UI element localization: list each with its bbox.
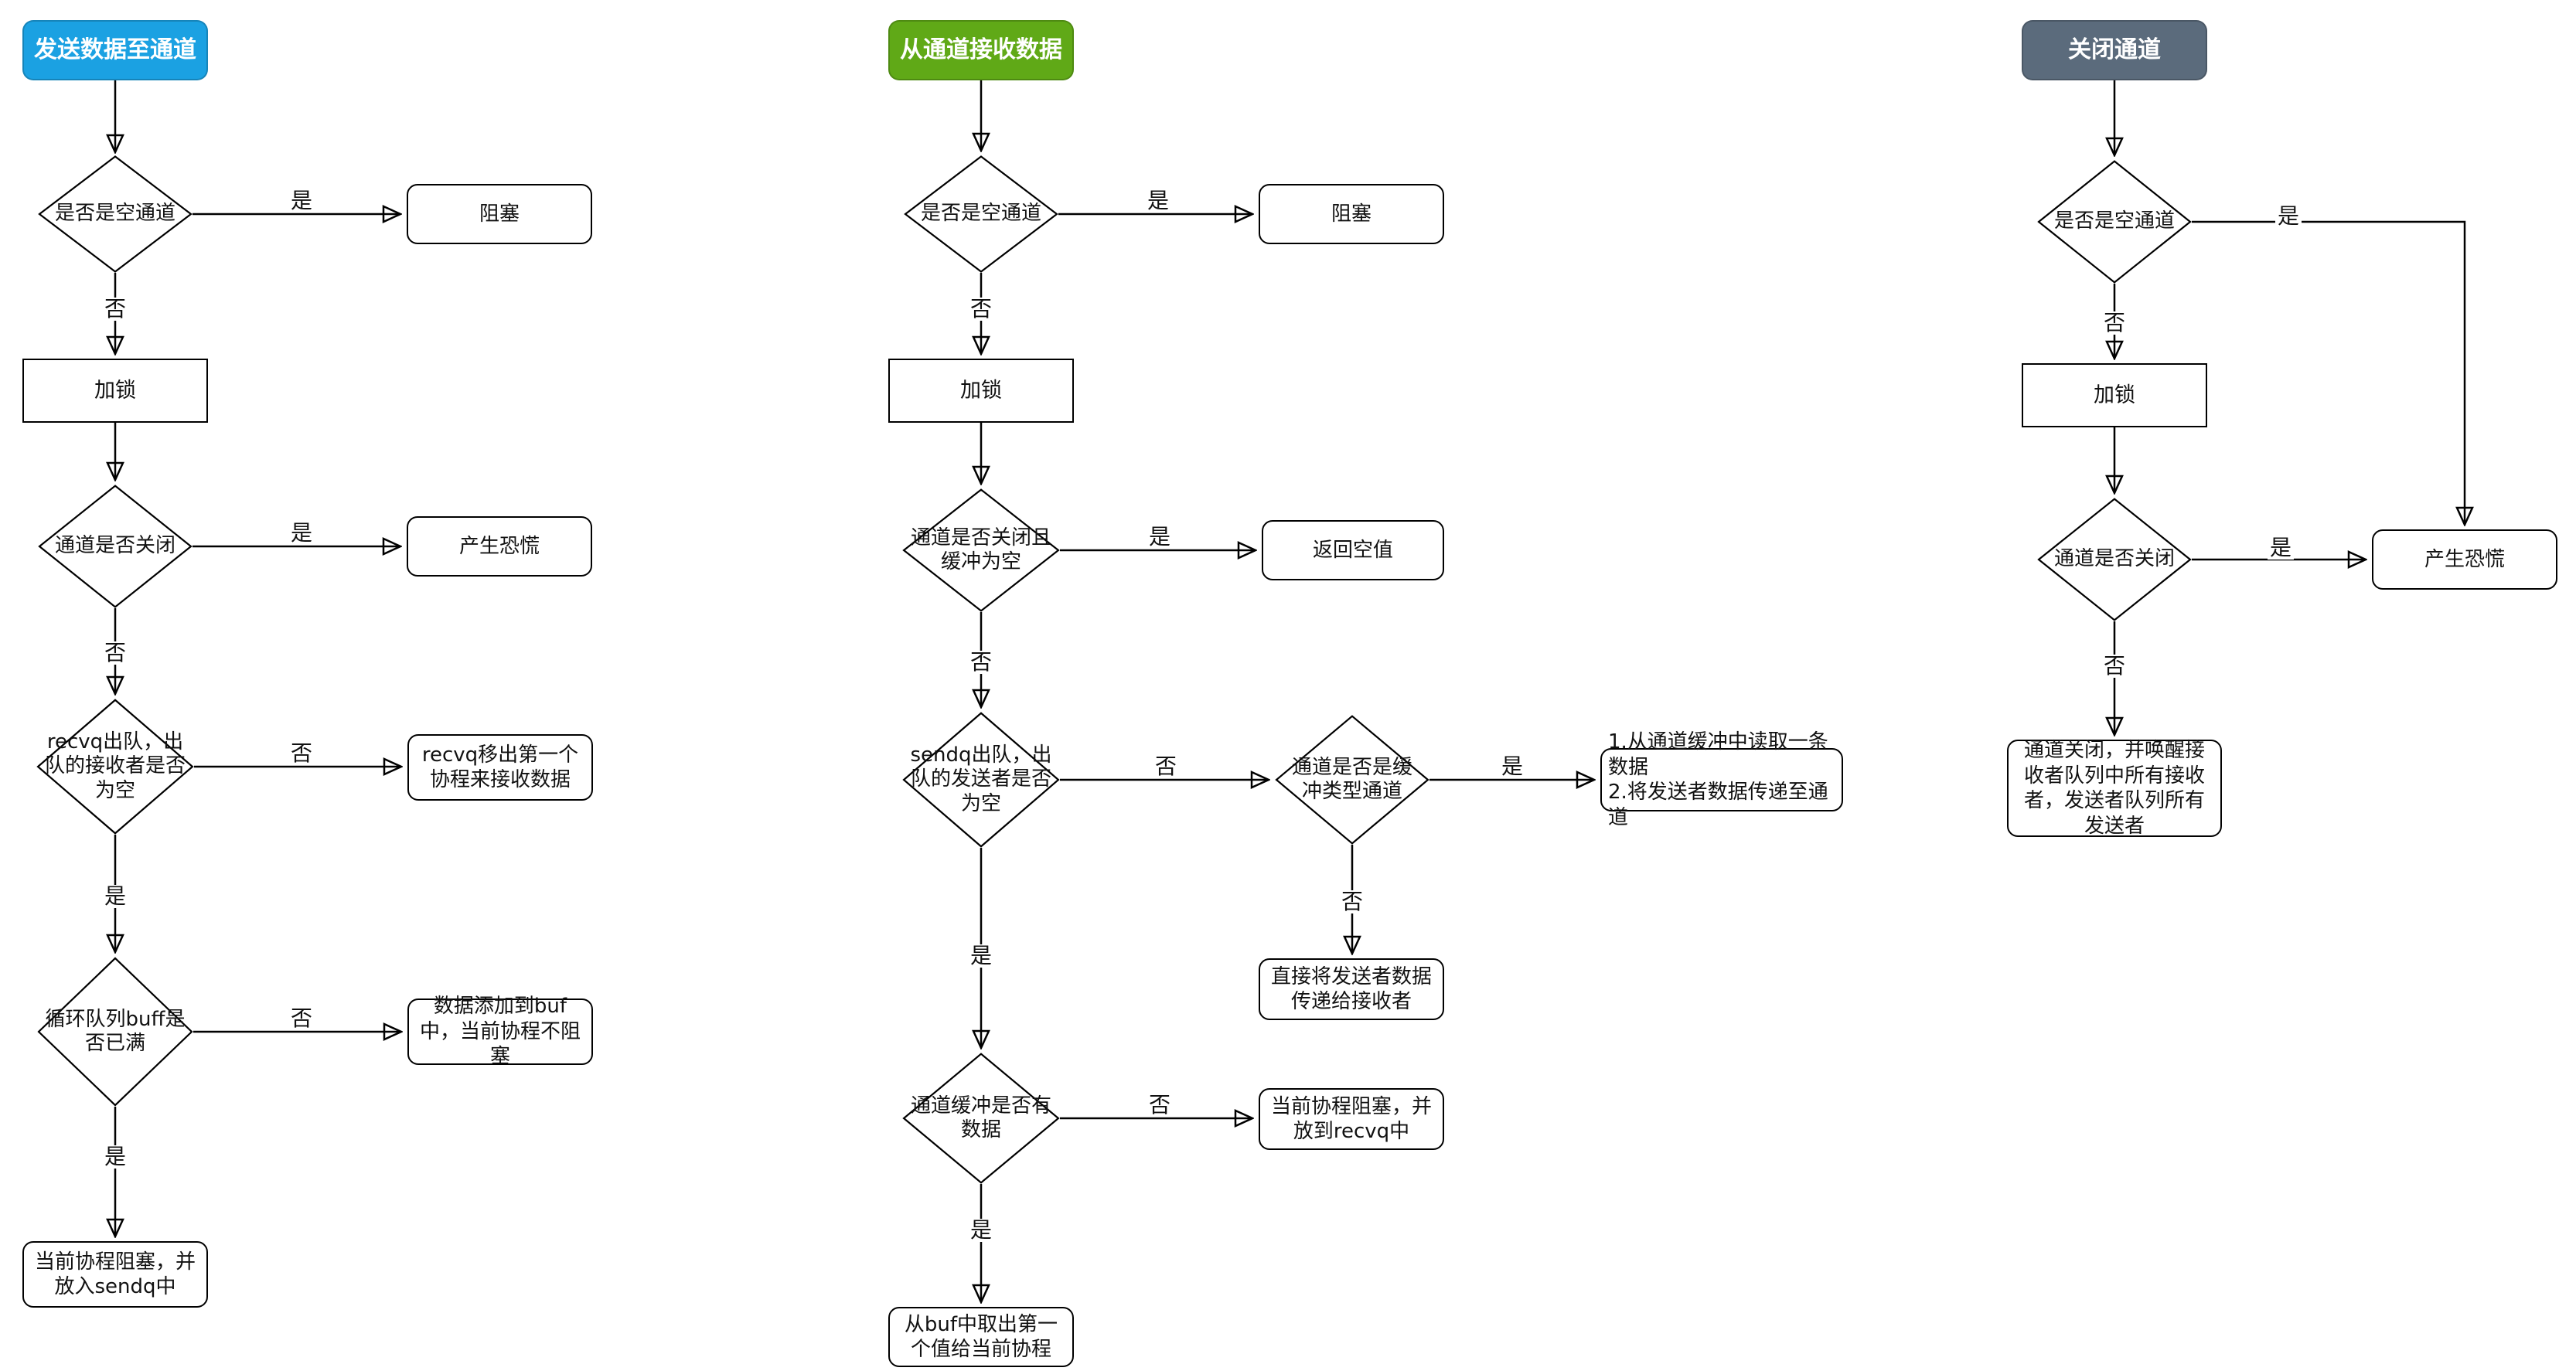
edge-label-no: 否	[1152, 755, 1180, 778]
send-recvq-pop-node: recvq移出第一个协程来接收数据	[407, 734, 593, 801]
edge-label-no: 否	[288, 1007, 315, 1030]
edge-close-empty-yes	[2192, 220, 2465, 525]
receive-direct-pass-node: 直接将发送者数据传递给接收者	[1259, 958, 1444, 1020]
send-block-label: 阻塞	[479, 202, 520, 226]
receive-decision-buffered-channel-label: 通道是否是缓冲类型通道	[1291, 755, 1412, 803]
close-wake-all-label: 通道关闭，并唤醒接收者队列中所有接收者，发送者队列所有发送者	[2023, 739, 2205, 838]
edge-label-yes: 是	[288, 522, 315, 545]
edge-label-no: 否	[2101, 311, 2128, 335]
send-decision-empty-channel: 是否是空通道	[38, 155, 193, 273]
edge-label-yes: 是	[1144, 189, 1172, 213]
send-block-sendq-node: 当前协程阻塞，并放入sendq中	[22, 1241, 208, 1308]
edge-label-no: 否	[967, 298, 995, 321]
receive-decision-empty-channel-label: 是否是空通道	[920, 202, 1041, 226]
receive-direct-pass-label: 直接将发送者数据传递给接收者	[1270, 964, 1432, 1014]
receive-decision-closed-empty-label: 通道是否关闭且缓冲为空	[910, 526, 1051, 573]
send-lock-node: 加锁	[22, 359, 208, 423]
send-block-sendq-label: 当前协程阻塞，并放入sendq中	[34, 1250, 196, 1299]
receive-take-from-buf-node: 从buf中取出第一个值给当前协程	[888, 1307, 1074, 1367]
receive-block-node: 阻塞	[1259, 184, 1444, 244]
send-decision-recvq-empty: recvq出队，出队的接收者是否为空	[36, 699, 194, 835]
edge-label-yes: 是	[288, 189, 315, 213]
close-lock-label: 加锁	[2094, 383, 2135, 407]
receive-buffered-step1: 1.从通道缓冲中读取一条数据	[1608, 730, 1828, 779]
edge-label-yes: 是	[1146, 526, 1174, 549]
receive-decision-buffered-channel: 通道是否是缓冲类型通道	[1275, 715, 1429, 845]
edge-label-yes: 是	[101, 1145, 129, 1169]
send-decision-channel-closed-label: 通道是否关闭	[54, 534, 175, 558]
close-start-label: 关闭通道	[2068, 36, 2161, 64]
send-append-buf-label: 数据添加到buf中，当前协程不阻塞	[419, 995, 581, 1069]
receive-buffered-steps-node: 1.从通道缓冲中读取一条数据 2.将发送者数据传递至通道	[1600, 730, 1843, 829]
receive-decision-buffer-has-data: 通道缓冲是否有数据	[902, 1053, 1060, 1184]
send-decision-buff-full: 循环队列buff是否已满	[37, 957, 193, 1107]
receive-decision-sendq-empty: sendq出队，出队的发送者是否为空	[902, 712, 1060, 848]
close-panic-label: 产生恐慌	[2424, 547, 2505, 571]
receive-start-label: 从通道接收数据	[900, 36, 1062, 64]
receive-lock-label: 加锁	[960, 378, 1002, 403]
receive-block-label: 阻塞	[1331, 202, 1371, 226]
edge-label-no: 否	[1338, 890, 1366, 913]
receive-decision-buffer-has-data-label: 通道缓冲是否有数据	[910, 1094, 1051, 1141]
send-lock-label: 加锁	[94, 378, 136, 403]
send-decision-recvq-empty-label: recvq出队，出队的接收者是否为空	[44, 730, 186, 802]
edge-label-no: 否	[101, 298, 129, 321]
edge-label-yes: 是	[967, 944, 995, 968]
receive-buffered-step2: 2.将发送者数据传递至通道	[1608, 781, 1828, 829]
receive-return-nil-label: 返回空值	[1312, 538, 1393, 562]
edge-label-yes: 是	[101, 885, 129, 908]
close-decision-channel-closed: 通道是否关闭	[2037, 498, 2192, 621]
edge-label-no: 否	[2101, 655, 2128, 678]
close-decision-channel-closed-label: 通道是否关闭	[2053, 547, 2175, 571]
send-start-label: 发送数据至通道	[34, 36, 196, 64]
receive-return-nil-node: 返回空值	[1262, 520, 1444, 580]
edge-label-yes: 是	[2267, 536, 2295, 560]
edge-label-no: 否	[288, 742, 315, 765]
close-start-node: 关闭通道	[2022, 20, 2207, 80]
receive-block-recvq-node: 当前协程阻塞，并放到recvq中	[1259, 1088, 1444, 1150]
receive-block-recvq-label: 当前协程阻塞，并放到recvq中	[1270, 1094, 1432, 1144]
close-wake-all-node: 通道关闭，并唤醒接收者队列中所有接收者，发送者队列所有发送者	[2007, 739, 2222, 838]
edge-label-no: 否	[101, 641, 129, 665]
edge-label-no: 否	[967, 651, 995, 674]
send-recvq-pop-label: recvq移出第一个协程来接收数据	[421, 743, 579, 792]
send-panic-label: 产生恐慌	[458, 534, 540, 558]
close-decision-empty-channel: 是否是空通道	[2037, 160, 2192, 284]
send-start-node: 发送数据至通道	[22, 20, 208, 80]
close-decision-empty-channel-label: 是否是空通道	[2053, 209, 2175, 233]
send-panic-node: 产生恐慌	[407, 516, 592, 577]
edge-label-no: 否	[1146, 1094, 1174, 1117]
send-decision-empty-channel-label: 是否是空通道	[54, 202, 175, 226]
edge-label-yes: 是	[2274, 205, 2302, 228]
close-lock-node: 加锁	[2022, 363, 2207, 427]
receive-lock-node: 加锁	[888, 359, 1074, 423]
send-decision-channel-closed: 通道是否关闭	[38, 485, 193, 608]
close-panic-node: 产生恐慌	[2372, 529, 2557, 590]
send-append-buf-node: 数据添加到buf中，当前协程不阻塞	[407, 995, 593, 1068]
receive-start-node: 从通道接收数据	[888, 20, 1074, 80]
send-block-node: 阻塞	[407, 184, 592, 244]
receive-decision-closed-empty: 通道是否关闭且缓冲为空	[902, 488, 1060, 612]
edge-label-yes: 是	[967, 1219, 995, 1242]
receive-decision-sendq-empty-label: sendq出队，出队的发送者是否为空	[910, 743, 1052, 815]
receive-decision-empty-channel: 是否是空通道	[904, 155, 1058, 273]
send-decision-buff-full-label: 循环队列buff是否已满	[45, 1007, 186, 1055]
receive-take-from-buf-label: 从buf中取出第一个值给当前协程	[904, 1312, 1058, 1362]
edge-label-yes: 是	[1498, 755, 1526, 778]
